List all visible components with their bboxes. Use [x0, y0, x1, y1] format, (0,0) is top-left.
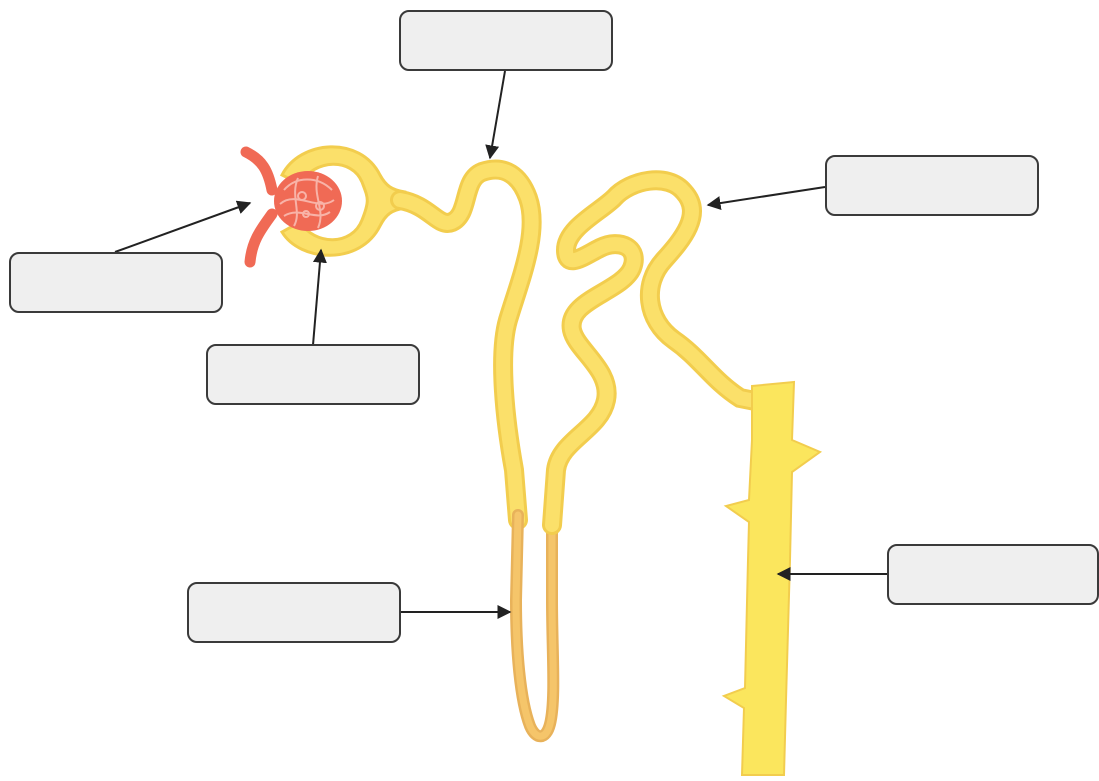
label-box-loop[interactable] — [188, 583, 400, 642]
proximal-convoluted-tubule — [400, 170, 532, 520]
arrow-top — [490, 71, 505, 158]
label-box-left-lower[interactable] — [207, 345, 419, 404]
label-box-top[interactable] — [400, 11, 612, 70]
arrow-left-upper — [115, 203, 250, 252]
label-box-left-upper[interactable] — [10, 253, 222, 312]
arrow-left-lower — [313, 250, 321, 345]
label-box-duct[interactable] — [888, 545, 1098, 604]
distal-convoluted-tubule — [552, 180, 760, 525]
arrow-right-upper — [708, 187, 825, 205]
label-box-right-upper[interactable] — [826, 156, 1038, 215]
loop-of-henle — [516, 515, 553, 736]
collecting-duct — [724, 382, 820, 775]
